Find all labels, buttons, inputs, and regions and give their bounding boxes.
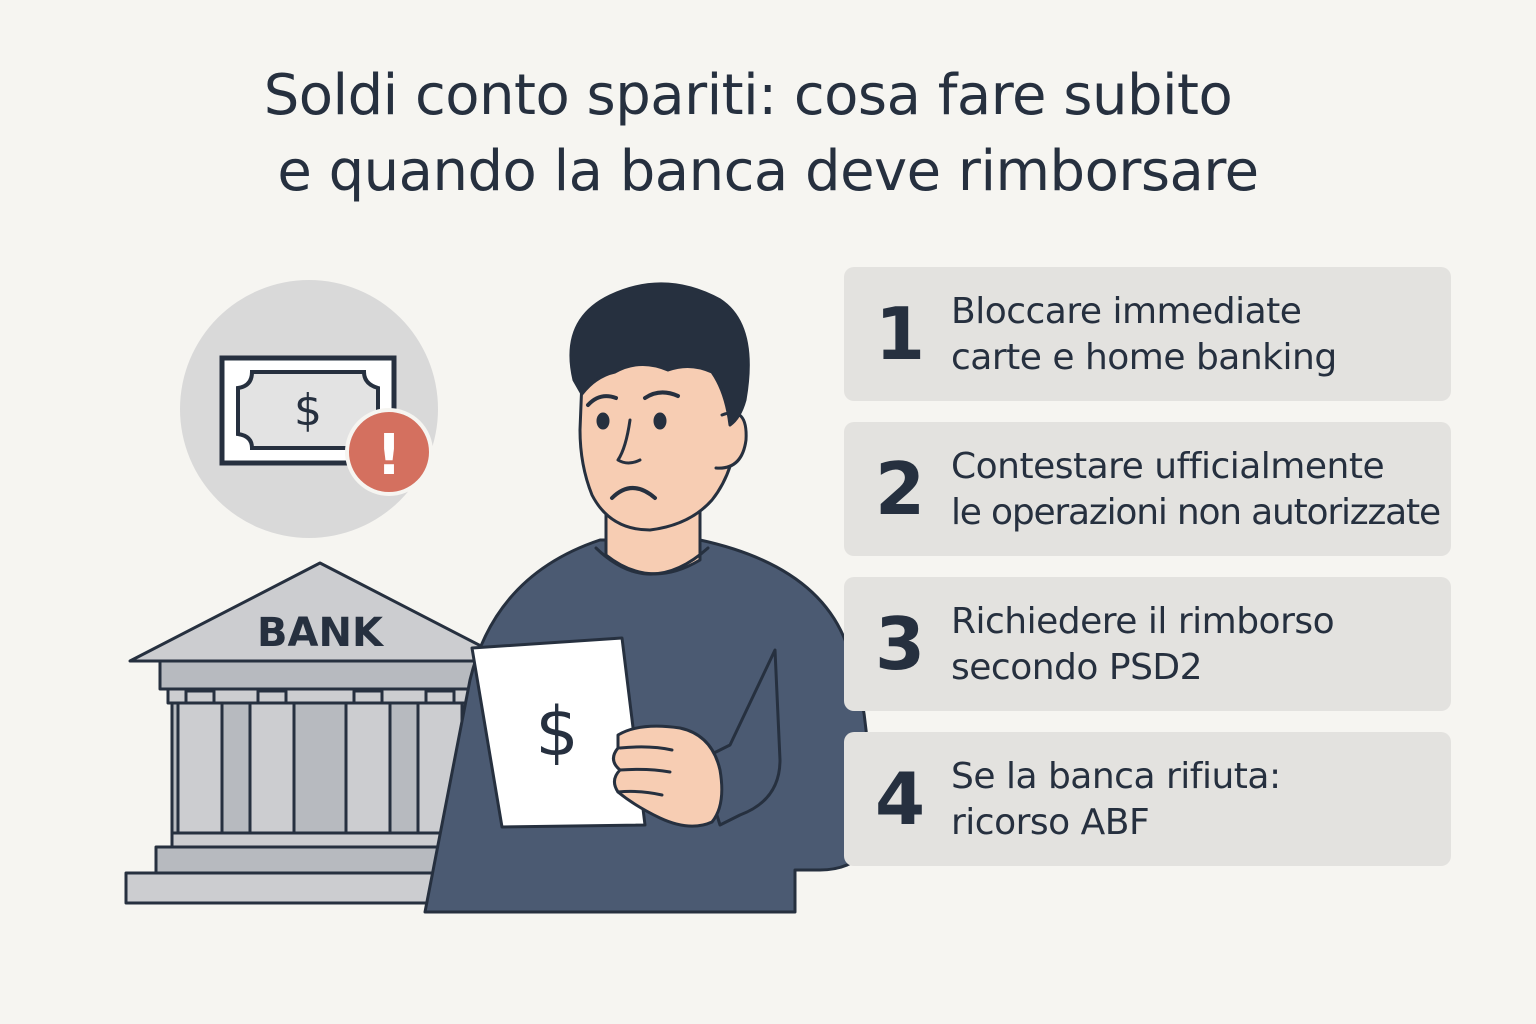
step-number: 2 xyxy=(874,447,926,531)
step-number: 3 xyxy=(874,602,926,686)
step-card-1: 1 Bloccare immediate carte e home bankin… xyxy=(844,267,1451,401)
step-line-1: Bloccare immediate xyxy=(951,291,1302,332)
step-line-2: secondo PSD2 xyxy=(951,647,1203,688)
step-text: Bloccare immediate carte e home banking xyxy=(951,289,1441,381)
illustration: $ ! BANK xyxy=(124,280,870,914)
page-title: Soldi conto spariti: cosa fare subito e … xyxy=(0,58,1536,210)
step-card-4: 4 Se la banca rifiuta: ricorso ABF xyxy=(844,732,1451,866)
step-card-2: 2 Contestare ufficialmente le operazioni… xyxy=(844,422,1451,556)
step-line-1: Se la banca rifiuta: xyxy=(951,756,1281,797)
steps-list: 1 Bloccare immediate carte e home bankin… xyxy=(844,267,1451,887)
title-line-2: e quando la banca deve rimborsare xyxy=(277,139,1259,204)
title-line-1: Soldi conto spariti: cosa fare subito xyxy=(263,63,1233,128)
step-number: 1 xyxy=(874,292,926,376)
step-card-3: 3 Richiedere il rimborso secondo PSD2 xyxy=(844,577,1451,711)
step-line-2: le operazioni non autorizzate xyxy=(951,492,1441,533)
step-text: Se la banca rifiuta: ricorso ABF xyxy=(951,754,1441,846)
step-line-2: ricorso ABF xyxy=(951,802,1150,843)
paper-symbol: $ xyxy=(535,693,578,772)
worried-person-icon xyxy=(423,282,870,914)
alert-symbol: ! xyxy=(376,423,402,488)
step-line-2: carte e home banking xyxy=(951,337,1337,378)
banknote-icon: $ xyxy=(180,280,438,538)
step-text: Contestare ufficialmente le operazioni n… xyxy=(951,444,1441,536)
step-number: 4 xyxy=(874,757,926,841)
step-text: Richiedere il rimborso secondo PSD2 xyxy=(951,599,1441,691)
alert-icon: ! xyxy=(345,408,433,496)
hand-icon xyxy=(612,724,724,828)
paper-document-icon: $ xyxy=(470,636,647,829)
banknote-symbol: $ xyxy=(294,385,322,436)
step-line-1: Contestare ufficialmente xyxy=(951,446,1385,487)
bank-label: BANK xyxy=(257,610,385,656)
step-line-1: Richiedere il rimborso xyxy=(951,601,1335,642)
